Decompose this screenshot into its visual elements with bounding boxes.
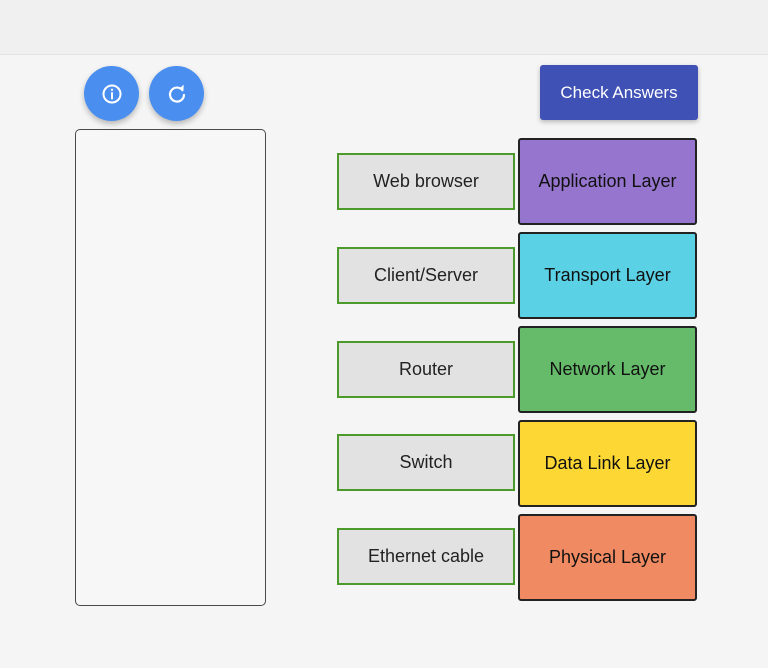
layer-physical[interactable]: Physical Layer [518, 514, 697, 601]
drag-item-client-server[interactable]: Client/Server [337, 247, 515, 304]
drag-item-router[interactable]: Router [337, 341, 515, 398]
reset-button[interactable] [149, 66, 204, 121]
info-button[interactable] [84, 66, 139, 121]
layer-transport[interactable]: Transport Layer [518, 232, 697, 319]
layer-network[interactable]: Network Layer [518, 326, 697, 413]
layer-application[interactable]: Application Layer [518, 138, 697, 225]
drag-item-ethernet-cable[interactable]: Ethernet cable [337, 528, 515, 585]
top-bar [0, 0, 768, 55]
info-icon [102, 84, 121, 103]
layer-data-link[interactable]: Data Link Layer [518, 420, 697, 507]
answer-drop-zone[interactable] [75, 129, 266, 606]
refresh-icon [168, 84, 185, 103]
check-answers-button[interactable]: Check Answers [540, 65, 698, 120]
drag-item-web-browser[interactable]: Web browser [337, 153, 515, 210]
drag-item-switch[interactable]: Switch [337, 434, 515, 491]
